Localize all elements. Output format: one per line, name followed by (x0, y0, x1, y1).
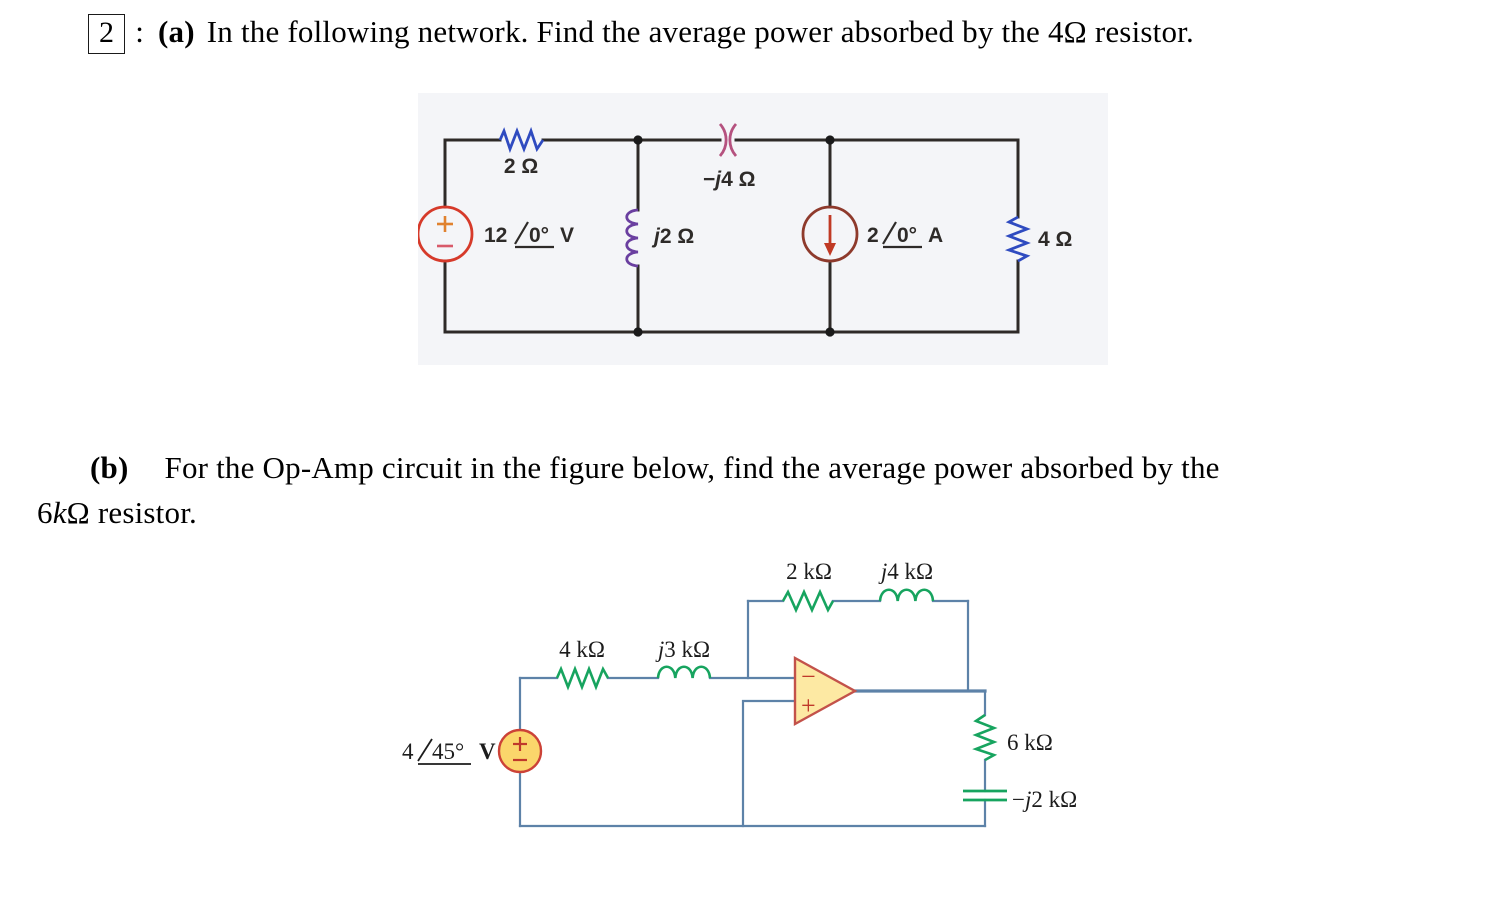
wire-noninverting (741, 699, 797, 828)
part-b-value-k: k (52, 495, 67, 530)
resistor-6k-label: 6 kΩ (1007, 730, 1053, 755)
plus-sign (437, 216, 453, 232)
part-b-text: For the Op-Amp circuit in the figure bel… (164, 450, 1220, 485)
capacitor-j4-right-plate (728, 123, 738, 157)
part-b-line1: (b) For the Op-Amp circuit in the figure … (37, 445, 1467, 490)
svg-text:A: A (928, 224, 943, 247)
resistor-2ohm-label: 2 Ω (504, 155, 538, 178)
svg-text:12: 12 (484, 224, 507, 247)
inductor-j4k-label: j4 kΩ (878, 559, 933, 584)
svg-text:V: V (560, 224, 574, 247)
capacitor-j4-left-plate (718, 123, 728, 157)
node-dot (825, 135, 835, 145)
problem-title: 2 : (a) In the following network. Find t… (88, 14, 1194, 54)
svg-text:4: 4 (402, 739, 414, 764)
resistor-2k-label: 2 kΩ (786, 559, 832, 584)
circuit-a-background (418, 93, 1108, 365)
svg-text:45°: 45° (432, 739, 464, 764)
opamp-plus-sign: + (801, 691, 816, 720)
svg-text:0°: 0° (897, 224, 917, 247)
current-arrow-icon (824, 215, 836, 256)
part-b-label: (b) (90, 450, 129, 485)
svg-text:2: 2 (867, 224, 879, 247)
part-b-value-rest: Ω resistor. (66, 495, 197, 530)
opamp-triangle (793, 655, 858, 727)
circuit-a-svg: 2 Ω −j4 Ω j2 Ω 4 Ω 12 0° V 2 0° A (416, 93, 1108, 365)
resistor-4ohm (1004, 215, 1031, 263)
capacitor-j2k (963, 789, 1007, 802)
circuit-a-figure: 2 Ω −j4 Ω j2 Ω 4 Ω 12 0° V 2 0° A (416, 93, 1108, 373)
inductor-j3k-label: j3 kΩ (655, 637, 710, 662)
part-b-paragraph: (b) For the Op-Amp circuit in the figure … (37, 445, 1467, 535)
node-dot (825, 327, 835, 337)
voltage-source-label: 12 0° V (484, 221, 574, 249)
inductor-j2 (625, 208, 639, 268)
voltage-source-label: 4 45° V (402, 738, 496, 765)
part-a-label: (a) (158, 14, 195, 49)
node-dot (633, 135, 643, 145)
circuit-b-figure: − + 2 kΩ j4 kΩ 4 kΩ j3 kΩ 6 kΩ −j2 kΩ 4 … (395, 553, 1120, 858)
capacitor-j2k-label: −j2 kΩ (1012, 787, 1077, 812)
node-dot (633, 327, 643, 337)
voltage-source-circle (416, 205, 474, 263)
capacitor-j4-label: −j4 Ω (703, 168, 755, 191)
current-source-circle (801, 205, 859, 263)
problem-number-box: 2 (88, 14, 126, 54)
current-source-label: 2 0° A (867, 221, 943, 249)
resistor-2k (781, 588, 835, 614)
inductor-j2-label: j2 Ω (651, 225, 694, 248)
title-colon: : (135, 14, 145, 49)
svg-text:V: V (479, 739, 496, 764)
svg-text:0°: 0° (529, 224, 549, 247)
resistor-2ohm (498, 126, 545, 154)
circuit-b-svg: − + 2 kΩ j4 kΩ 4 kΩ j3 kΩ 6 kΩ −j2 kΩ 4 … (402, 559, 1077, 828)
resistor-4k-label: 4 kΩ (559, 637, 605, 662)
resistor-6k (972, 713, 998, 762)
opamp-minus-sign: − (801, 662, 816, 691)
inductor-j4k (878, 588, 935, 602)
part-a-text: In the following network. Find the avera… (206, 14, 1194, 49)
resistor-4ohm-label: 4 Ω (1038, 228, 1072, 251)
inductor-j3k (656, 665, 712, 679)
part-b-line2: 6kΩ resistor. (37, 490, 1467, 535)
resistor-4k (555, 665, 610, 691)
plus-sign (513, 737, 527, 751)
part-b-value-num: 6 (37, 495, 53, 530)
